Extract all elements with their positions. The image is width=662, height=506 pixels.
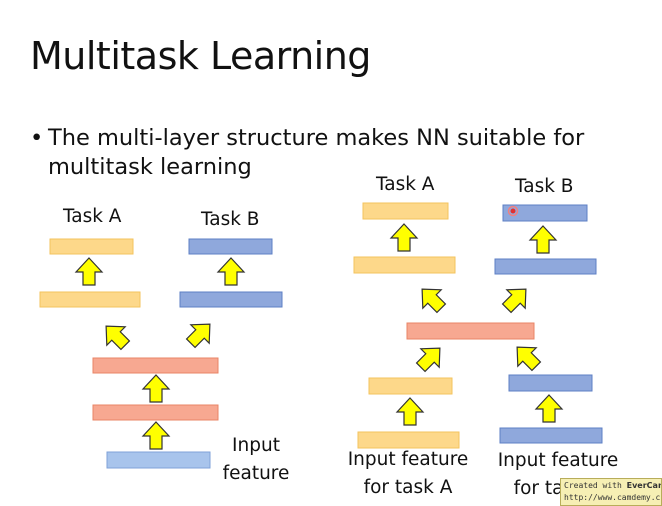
right-input-a-label-line1: Input feature bbox=[347, 449, 469, 470]
right-arrow-diag-from-b bbox=[516, 346, 542, 372]
watermark-brand: EverCam bbox=[626, 481, 661, 490]
right-input-a-label: Input feature for task A bbox=[340, 446, 476, 502]
left-arrow-up-shared-2 bbox=[141, 374, 171, 403]
slide-title: Multitask Learning bbox=[30, 34, 371, 78]
bullet-text: The multi-layer structure makes NN suita… bbox=[48, 125, 585, 180]
left-shared-layer-1 bbox=[92, 404, 219, 421]
left-arrow-diag-task-a bbox=[105, 325, 131, 351]
right-shared-layer bbox=[406, 322, 535, 340]
left-input-label: Input feature bbox=[218, 432, 294, 488]
right-task-b-output-layer bbox=[502, 204, 588, 222]
left-task-b-hidden-layer bbox=[179, 291, 283, 308]
right-task-b-label: Task B bbox=[515, 176, 574, 197]
right-task-a-input-layer bbox=[357, 431, 460, 449]
right-input-b-label-line1: Input feature bbox=[497, 450, 619, 471]
right-arrow-diag-from-a bbox=[415, 347, 441, 373]
right-network bbox=[353, 202, 603, 449]
right-task-b-input-hidden-layer bbox=[508, 374, 593, 392]
right-task-b-input-layer bbox=[499, 427, 603, 444]
right-task-a-output-layer bbox=[362, 202, 449, 220]
right-arrow-diag-task-b bbox=[501, 288, 527, 314]
watermark-line1: Created with EverCam bbox=[564, 480, 661, 492]
left-arrow-diag-task-b bbox=[185, 323, 211, 349]
right-arrow-up-task-b-in bbox=[534, 394, 564, 423]
left-shared-layer-2 bbox=[92, 357, 219, 374]
right-input-a-label-line2: for task A bbox=[363, 477, 453, 498]
laser-pointer-dot bbox=[507, 205, 519, 217]
left-input-label-line2: feature bbox=[222, 463, 290, 484]
right-task-a-hidden-layer bbox=[353, 256, 456, 274]
left-task-b-output-layer bbox=[188, 238, 273, 255]
left-input-layer bbox=[106, 451, 211, 469]
watermark-url: http://www.camdemy.c bbox=[564, 493, 661, 502]
left-task-b-label: Task B bbox=[201, 209, 260, 230]
left-task-a-hidden-layer bbox=[39, 291, 141, 308]
left-arrow-up-shared-1 bbox=[141, 421, 171, 450]
left-network bbox=[39, 238, 283, 469]
left-task-a-output-layer bbox=[49, 238, 134, 255]
right-task-a-label: Task A bbox=[376, 174, 435, 195]
bullet-dot: • bbox=[30, 125, 44, 151]
right-arrow-up-task-a-out bbox=[389, 223, 419, 252]
right-arrow-up-task-a-in bbox=[395, 397, 425, 426]
evercam-watermark: Created with EverCam http://www.camdemy.… bbox=[560, 478, 662, 506]
right-task-b-hidden-layer bbox=[494, 258, 597, 275]
bullet-point: • The multi-layer structure makes NN sui… bbox=[30, 124, 640, 182]
left-arrow-up-task-a bbox=[74, 257, 104, 286]
left-arrow-up-task-b bbox=[216, 257, 246, 286]
left-task-a-label: Task A bbox=[63, 206, 122, 227]
left-input-label-line1: Input bbox=[232, 435, 280, 456]
right-arrow-diag-task-a bbox=[421, 288, 447, 314]
right-task-a-input-hidden-layer bbox=[368, 377, 453, 395]
right-arrow-up-task-b-out bbox=[528, 225, 558, 254]
